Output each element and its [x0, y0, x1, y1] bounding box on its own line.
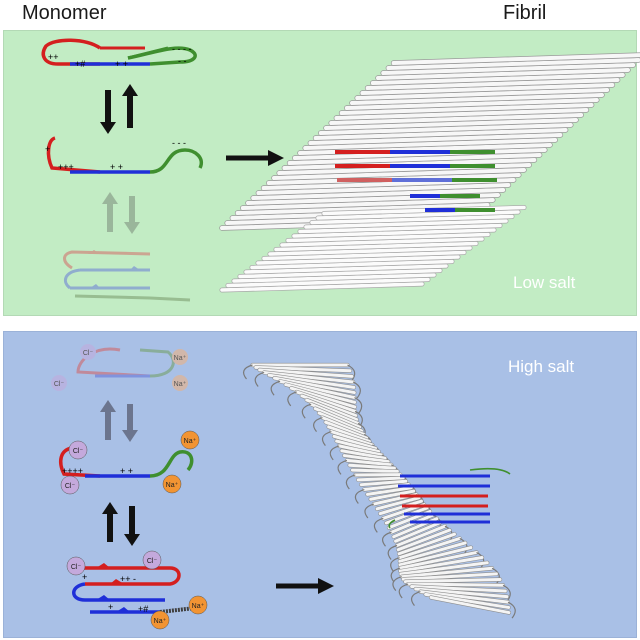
svg-text:++ -: ++ -: [120, 574, 136, 584]
svg-text:+++: +++: [58, 162, 74, 172]
ion-na-6: Na⁺: [154, 618, 167, 625]
low-monomer-hairpin: [63, 250, 191, 302]
svg-text:+#: +#: [138, 604, 148, 614]
ion-cl-5: Cl⁻: [71, 564, 82, 571]
ion-na-1: Na⁺: [174, 355, 187, 362]
ion-cl-6: Cl⁻: [147, 558, 158, 565]
svg-text:+ +: + +: [120, 466, 133, 476]
high-fibril-arrow: [276, 578, 334, 594]
svg-text:+ +: + +: [110, 162, 123, 172]
low-fibril-arrow: [226, 150, 284, 166]
high-monomer-hairpin: + ++ - + +#: [66, 550, 208, 630]
svg-text:++: ++: [48, 52, 59, 62]
ion-na-4: Na⁺: [166, 482, 179, 489]
low-equilibrium-arrows-1: [100, 84, 138, 134]
ion-cl-1: Cl⁻: [54, 381, 65, 388]
low-monomer-bent: + +++ + + - - -: [45, 136, 203, 174]
high-monomer-extended: [51, 344, 188, 391]
ion-na-5: Na⁺: [192, 603, 205, 610]
svg-text:+#: +#: [75, 59, 85, 69]
high-equilibrium-arrows-2: [102, 502, 140, 546]
monomer-header: Monomer: [22, 2, 107, 24]
svg-text:+: +: [108, 602, 113, 612]
ion-cl-4: Cl⁻: [65, 483, 76, 490]
ion-na-2: Na⁺: [174, 381, 187, 388]
high-monomer-bent: ++++ + +: [58, 430, 200, 495]
svg-text:+ +: + +: [115, 59, 128, 69]
svg-text:++++: ++++: [62, 466, 83, 476]
low-equilibrium-arrows-2: [102, 192, 140, 234]
svg-text:- -: - -: [178, 56, 187, 66]
fibril-header: Fibril: [503, 2, 547, 24]
high-salt-fibril: [242, 362, 516, 619]
svg-text:- - - -: - - - -: [172, 44, 192, 54]
low-salt-label: Low salt: [513, 273, 576, 292]
low-salt-fibril: [219, 52, 640, 293]
ion-na-3: Na⁺: [184, 438, 197, 445]
high-salt-label: High salt: [508, 357, 575, 376]
svg-text:- - -: - - -: [172, 138, 186, 148]
ion-cl-3: Cl⁻: [73, 448, 84, 455]
ion-cl-2: Cl⁻: [83, 350, 94, 357]
svg-text:+: +: [82, 572, 87, 582]
svg-text:+: +: [45, 144, 50, 154]
low-monomer-extended: ++ +# + + - - - - - -: [41, 38, 197, 69]
high-equilibrium-arrows-1: [100, 400, 138, 442]
